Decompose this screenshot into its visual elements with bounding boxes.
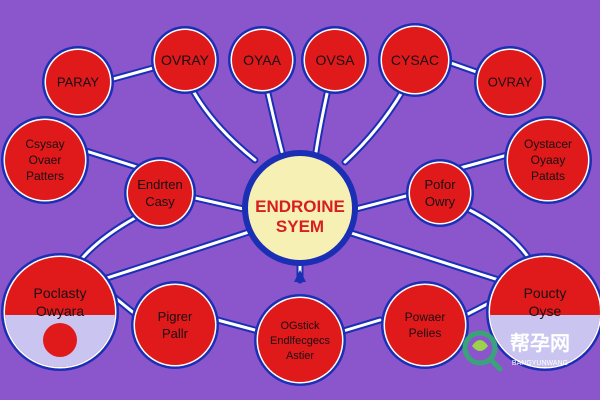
center-fill <box>248 156 352 260</box>
node-label-line: OGstick <box>280 320 320 332</box>
node-label-line: OVSA <box>316 52 356 68</box>
node-label-line: Ovaer <box>29 153 62 167</box>
node-label-line: Powaer <box>405 310 446 324</box>
node-label-line: Endrten <box>137 177 183 192</box>
node-ovray-top: OVRAY <box>151 26 219 94</box>
node-label-line: Csysay <box>25 137 64 151</box>
node-fill <box>232 30 292 90</box>
node-label-line: OVRAY <box>161 52 210 68</box>
node-fill <box>508 120 588 200</box>
node-fill <box>305 30 365 90</box>
magnifier-leaf-icon: 帮孕网 BANGYUNWANG <box>462 330 570 372</box>
node-label-line: Pelies <box>409 326 442 340</box>
center-label-line-2: SYEM <box>276 217 324 236</box>
node-fill <box>385 285 465 365</box>
node-fill <box>135 285 215 365</box>
node-fill <box>478 50 542 114</box>
node-ovsa-top: OVSA <box>301 26 369 94</box>
node-label-line: Patters <box>26 169 64 183</box>
node-paray: PARAY <box>42 46 114 118</box>
center-label-line-1: ENDROINE <box>255 197 345 216</box>
node-label-line: PARAY <box>57 75 99 90</box>
node-fill <box>128 161 192 225</box>
node-label-line: Owyara <box>36 303 84 319</box>
node-label-line: Poucty <box>524 285 567 301</box>
node-label-line: Oyse <box>529 303 562 319</box>
node-label-line: Oystacer <box>524 137 572 151</box>
arrowhead <box>294 270 306 282</box>
node-label-line: Pofor <box>424 177 456 192</box>
node-label-line: Poclasty <box>34 285 87 301</box>
node-oyaa-top: OYAA <box>228 26 296 94</box>
inner-dot <box>43 323 77 357</box>
watermark: 帮孕网 BANGYUNWANG <box>458 322 578 378</box>
node-ovray-right: OVRAY <box>474 46 546 118</box>
node-fill <box>155 30 215 90</box>
node-fill <box>258 298 342 382</box>
node-label-line: Pigrer <box>158 309 193 324</box>
watermark-title: 帮孕网 <box>510 331 570 355</box>
node-label-line: Casy <box>145 194 175 209</box>
node-fill <box>410 163 470 223</box>
node-fill <box>5 120 85 200</box>
node-label-line: CYSAC <box>391 52 439 68</box>
node-label-line: Oyaay <box>531 153 566 167</box>
node-label-line: Endlfecgecs <box>270 335 330 347</box>
node-label-line: OYAA <box>243 52 282 68</box>
node-label-line: Pallr <box>162 326 189 341</box>
node-fill <box>46 50 110 114</box>
node-fill <box>382 27 448 93</box>
center-node: ENDROINE SYEM <box>242 150 358 266</box>
node-label-line: Owry <box>425 194 456 209</box>
watermark-subtitle: BANGYUNWANG <box>512 360 568 367</box>
node-label-line: OVRAY <box>488 75 533 90</box>
node-label-line: Patats <box>531 169 565 183</box>
node-cysac-top: CYSAC <box>378 23 452 97</box>
node-label-line: Astier <box>286 350 314 362</box>
